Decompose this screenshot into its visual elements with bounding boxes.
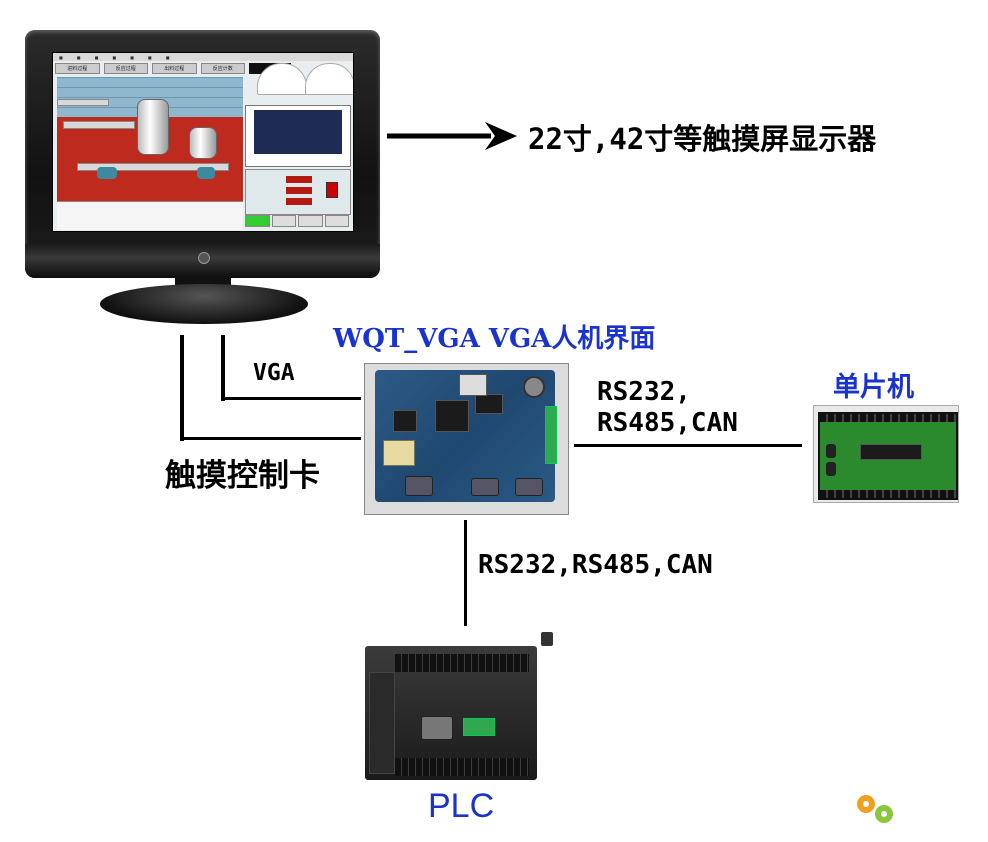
pipe (63, 121, 135, 129)
terminal-block-icon (545, 406, 557, 464)
vga-port-icon (405, 476, 433, 496)
plc-terminal-bottom (395, 758, 529, 776)
hmi-tab-row: 进料过程 反应过程 出料过程 反应计数 (55, 63, 245, 74)
hmi-plant-diagram (57, 77, 243, 201)
serial-port-icon (515, 478, 543, 496)
capacitor-icon (826, 444, 836, 458)
hmi-gauge-icon (257, 63, 307, 95)
terminal-block-icon (463, 718, 495, 736)
hmi-tab: 进料过程 (55, 63, 100, 74)
hmi-parameter-panel (245, 169, 351, 215)
mcu-link-label: RS232, (597, 377, 691, 407)
plc-label: PLC (428, 787, 495, 825)
plc-link-label: RS232,RS485,CAN (478, 550, 713, 580)
hmi-bottom-buttons (245, 215, 349, 227)
pipe (57, 99, 109, 106)
plc-cable-line (464, 520, 467, 626)
vga-cable-line (221, 397, 361, 400)
chip-icon (393, 410, 417, 432)
capacitor-icon (826, 462, 836, 476)
terminal-strip (820, 414, 956, 422)
hmi-button (324, 215, 349, 227)
vga-label: VGA (253, 360, 295, 386)
tank-icon (189, 127, 217, 159)
hmi-button (245, 215, 270, 227)
serial-port-icon (471, 478, 499, 496)
param-value (286, 187, 312, 194)
hmi-trend-chart (245, 105, 351, 167)
touch-cable-line (180, 437, 361, 440)
plc-body (365, 646, 537, 780)
mcu-chip-icon (860, 444, 922, 460)
touch-cable-line (180, 335, 184, 441)
cpu-chip-icon (435, 400, 469, 432)
reactor-tank-icon (137, 99, 169, 155)
plc-device (365, 632, 553, 782)
ethernet-port-icon (459, 374, 487, 396)
plc-terminal-top (395, 654, 529, 672)
mcu-board (813, 405, 959, 503)
site-logo-icon (857, 795, 976, 823)
mcu-label: 单片机 (833, 372, 914, 403)
pipe (77, 163, 229, 171)
param-value (286, 198, 312, 205)
hmi-button (271, 215, 296, 227)
hmi-tab: 反应计数 (200, 63, 245, 74)
transformer-icon (383, 440, 415, 466)
mounting-tab (541, 632, 553, 646)
param-value (286, 176, 312, 183)
hmi-button (298, 215, 323, 227)
pcb-board (375, 370, 557, 502)
serial-port-icon (421, 716, 453, 740)
monitor-screen-hmi: ■■■■■■■ 进料过程 反应过程 出料过程 反应计数 0 (52, 52, 354, 232)
hmi-tab: 反应过程 (103, 63, 148, 74)
control-card-title: WQT_VGA VGA人机界面 (333, 324, 656, 354)
power-button-icon (198, 252, 210, 264)
pump-icon (197, 167, 215, 179)
mcu-pcb (818, 412, 958, 500)
plc-status-panel (369, 672, 395, 774)
battery-icon (523, 376, 545, 398)
monitor-stand (100, 284, 308, 324)
monitor-label: 22寸,42寸等触摸屏显示器 (528, 122, 877, 156)
switch-icon (326, 182, 338, 198)
chip-icon (475, 394, 503, 414)
touch-control-card (364, 363, 569, 515)
control-card-name: 触摸控制卡 (165, 458, 320, 494)
mcu-link-label: RS485,CAN (597, 408, 738, 438)
pump-icon (97, 167, 117, 179)
hmi-menu-bar: ■■■■■■■ (53, 53, 353, 61)
arrow-right-icon (387, 122, 517, 150)
mcu-cable-line (574, 444, 802, 447)
hmi-gauge-icon (305, 63, 353, 95)
vga-cable-line (221, 335, 225, 401)
hmi-tab: 出料过程 (152, 63, 197, 74)
trend-plot-area (254, 110, 342, 154)
terminal-strip (820, 490, 956, 498)
hmi-alarm-table (57, 201, 243, 230)
